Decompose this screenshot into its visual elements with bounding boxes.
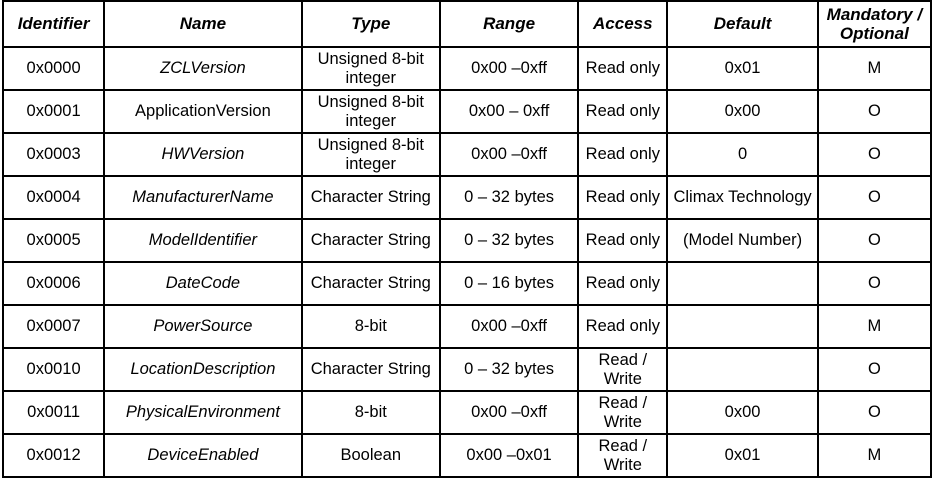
cell-range: 0x00 –0xff: [438, 46, 580, 91]
cell-default: [666, 304, 819, 349]
cell-mandatory_optional: O: [816, 132, 933, 177]
cell-type: Unsigned 8-bit integer: [300, 132, 441, 177]
cell-type: Unsigned 8-bit integer: [300, 89, 441, 134]
cell-identifier: 0x0007: [1, 304, 106, 349]
cell-range: 0 – 32 bytes: [438, 347, 580, 392]
cell-range: 0 – 32 bytes: [438, 175, 580, 220]
cell-name: DateCode: [103, 261, 303, 306]
cell-mandatory_optional: O: [816, 261, 933, 306]
cell-type: Boolean: [300, 433, 441, 478]
cell-range: 0 – 16 bytes: [438, 261, 580, 306]
cell-default: [666, 261, 819, 306]
cell-mandatory_optional: O: [816, 390, 933, 435]
cell-identifier: 0x0004: [1, 175, 106, 220]
cell-name: ManufacturerName: [103, 175, 303, 220]
column-header-access: Access: [577, 0, 669, 48]
cell-name: ApplicationVersion: [103, 89, 303, 134]
cell-default: (Model Number): [666, 218, 819, 263]
cell-default: 0x00: [666, 390, 819, 435]
cell-name: ModelIdentifier: [103, 218, 303, 263]
cell-access: Read / Write: [577, 347, 669, 392]
cell-access: Read only: [577, 175, 669, 220]
cell-default: 0x00: [666, 89, 819, 134]
cell-mandatory_optional: O: [816, 89, 933, 134]
cell-identifier: 0x0005: [1, 218, 106, 263]
cell-range: 0x00 – 0xff: [438, 89, 580, 134]
cell-access: Read / Write: [577, 390, 669, 435]
cell-mandatory_optional: O: [816, 175, 933, 220]
cell-range: 0x00 –0xff: [438, 390, 580, 435]
cell-identifier: 0x0011: [1, 390, 106, 435]
cell-range: 0x00 –0xff: [438, 132, 580, 177]
cell-mandatory_optional: M: [816, 433, 933, 478]
cell-name: PhysicalEnvironment: [103, 390, 303, 435]
cell-access: Read only: [577, 132, 669, 177]
cell-type: Character String: [300, 218, 441, 263]
column-header-range: Range: [438, 0, 580, 48]
column-header-type: Type: [300, 0, 441, 48]
cell-default: 0: [666, 132, 819, 177]
cell-default: Climax Technology: [666, 175, 819, 220]
cell-identifier: 0x0001: [1, 89, 106, 134]
column-header-name: Name: [103, 0, 303, 48]
cell-default: 0x01: [666, 433, 819, 478]
cell-access: Read only: [577, 89, 669, 134]
cell-name: LocationDescription: [103, 347, 303, 392]
cell-type: Unsigned 8-bit integer: [300, 46, 441, 91]
cell-default: 0x01: [666, 46, 819, 91]
cell-access: Read only: [577, 46, 669, 91]
cell-range: 0x00 –0xff: [438, 304, 580, 349]
cell-access: Read only: [577, 304, 669, 349]
cell-default: [666, 347, 819, 392]
cell-range: 0x00 –0x01: [438, 433, 580, 478]
cell-type: Character String: [300, 347, 441, 392]
cell-identifier: 0x0006: [1, 261, 106, 306]
cell-identifier: 0x0003: [1, 132, 106, 177]
cell-name: PowerSource: [103, 304, 303, 349]
cell-name: DeviceEnabled: [103, 433, 303, 478]
cell-type: Character String: [300, 175, 441, 220]
column-header-identifier: Identifier: [1, 0, 106, 48]
cell-name: HWVersion: [103, 132, 303, 177]
cell-identifier: 0x0010: [1, 347, 106, 392]
cell-mandatory_optional: M: [816, 46, 933, 91]
cell-type: 8-bit: [300, 390, 441, 435]
cell-mandatory_optional: O: [816, 218, 933, 263]
cell-type: Character String: [300, 261, 441, 306]
cell-range: 0 – 32 bytes: [438, 218, 580, 263]
cell-access: Read / Write: [577, 433, 669, 478]
column-header-default: Default: [666, 0, 819, 48]
cell-name: ZCLVersion: [103, 46, 303, 91]
cell-type: 8-bit: [300, 304, 441, 349]
cell-access: Read only: [577, 218, 669, 263]
cell-identifier: 0x0012: [1, 433, 106, 478]
table-header-row: Identifier Name Type Range Access Defaul…: [1, 0, 933, 48]
cell-identifier: 0x0000: [1, 46, 106, 91]
cell-mandatory_optional: M: [816, 304, 933, 349]
cell-access: Read only: [577, 261, 669, 306]
cell-mandatory_optional: O: [816, 347, 933, 392]
column-header-mandatory-optional: Mandatory / Optional: [816, 0, 933, 48]
